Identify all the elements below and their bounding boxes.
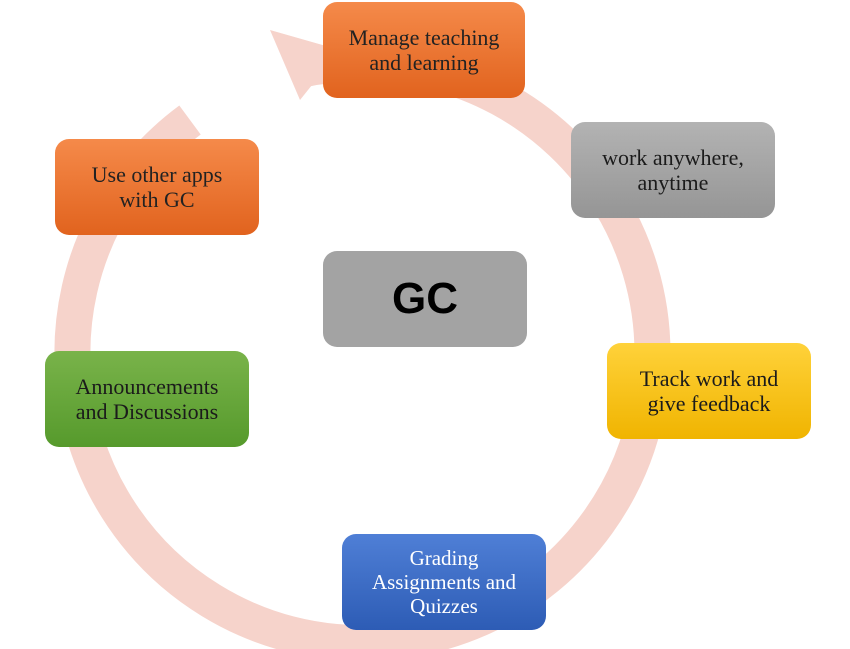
node-grading: Grading Assignments and Quizzes <box>342 534 546 630</box>
center-node-gc: GC <box>323 251 527 347</box>
node-announcements: Announcements and Discussions <box>45 351 249 447</box>
node-track-work: Track work and give feedback <box>607 343 811 439</box>
node-work-anywhere: work anywhere, anytime <box>571 122 775 218</box>
node-manage-teaching: Manage teaching and learning <box>323 2 525 98</box>
node-other-apps: Use other apps with GC <box>55 139 259 235</box>
cycle-arrow-head <box>270 30 340 100</box>
